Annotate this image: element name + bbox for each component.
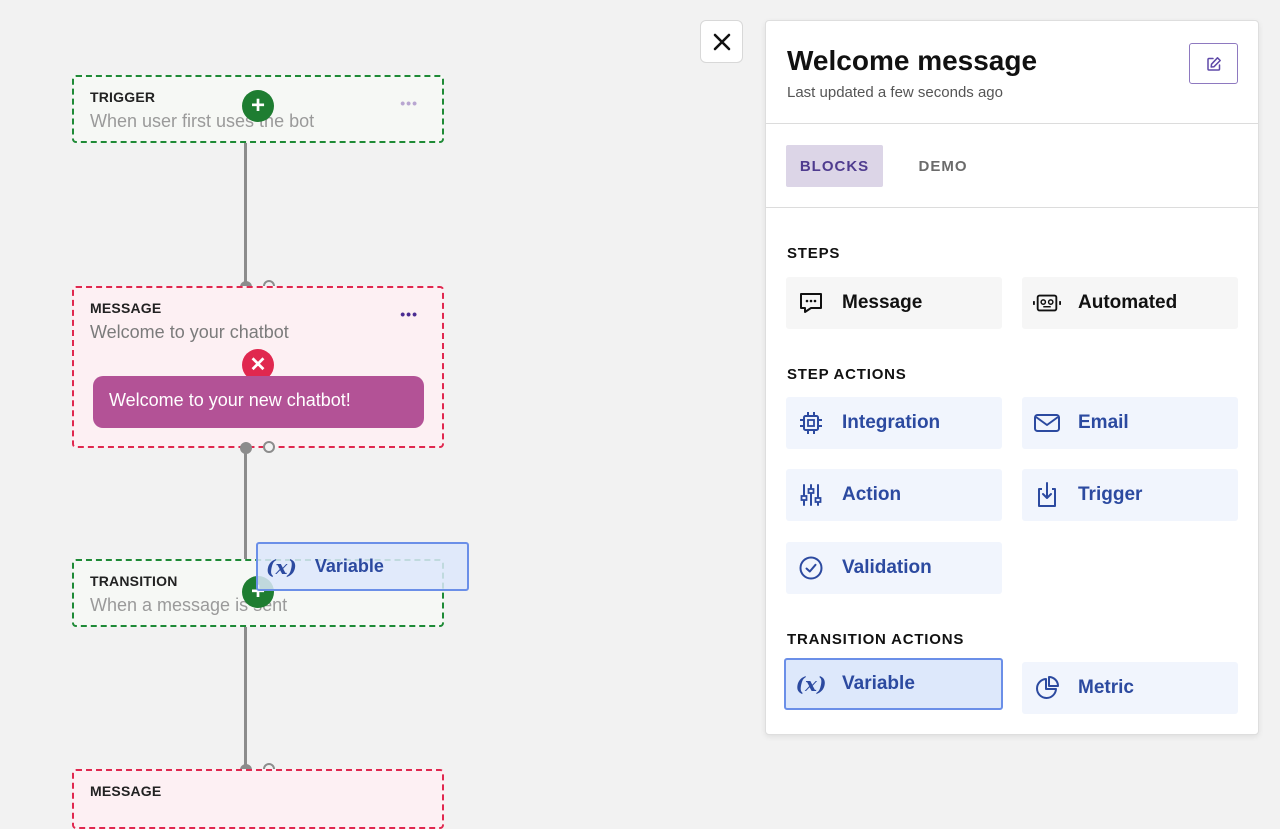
connector-line xyxy=(244,142,247,288)
block-action[interactable]: Action xyxy=(786,469,1002,521)
more-options-icon[interactable]: ••• xyxy=(400,306,418,322)
variable-icon: (x) xyxy=(266,554,297,579)
block-trigger[interactable]: Trigger xyxy=(1022,469,1238,521)
message-bubble[interactable]: Welcome to your new chatbot! xyxy=(93,376,424,428)
block-label: Email xyxy=(1078,412,1129,433)
check-circle-icon xyxy=(797,554,825,582)
block-label: Metric xyxy=(1078,677,1134,698)
close-panel-button[interactable] xyxy=(700,20,743,63)
robot-icon xyxy=(1033,289,1061,317)
block-label: Action xyxy=(842,484,902,505)
edit-icon xyxy=(1206,56,1221,71)
tab-blocks[interactable]: BLOCKS xyxy=(786,145,883,187)
chip-icon xyxy=(797,409,825,437)
node-type-label: MESSAGE xyxy=(90,300,162,316)
block-label: Variable xyxy=(842,673,915,694)
close-icon: ✕ xyxy=(249,354,267,376)
node-description: Welcome to your chatbot xyxy=(90,322,289,342)
edit-button[interactable] xyxy=(1189,43,1238,84)
pie-chart-icon xyxy=(1033,674,1061,702)
connector-line xyxy=(244,448,247,560)
block-label: Automated xyxy=(1078,292,1178,313)
node-description: When user first uses the bot xyxy=(90,111,315,131)
sliders-icon xyxy=(797,481,825,509)
block-metric[interactable]: Metric xyxy=(1022,662,1238,714)
variable-icon: (x) xyxy=(795,672,827,696)
remove-block-button[interactable]: ✕ xyxy=(242,349,274,381)
last-updated-text: Last updated a few seconds ago xyxy=(787,84,1003,101)
flow-canvas[interactable]: TRIGGER When user first uses the bot •••… xyxy=(0,0,700,829)
trigger-node[interactable]: TRIGGER When user first uses the bot ••• xyxy=(72,75,444,143)
block-label: Variable xyxy=(314,556,384,576)
envelope-icon xyxy=(1033,409,1061,437)
plus-icon: + xyxy=(250,92,265,119)
block-message[interactable]: Message xyxy=(786,277,1002,329)
block-validation[interactable]: Validation xyxy=(786,542,1002,594)
input-port[interactable] xyxy=(263,441,275,453)
node-description: When a message is sent xyxy=(90,595,288,615)
block-variable[interactable]: (x) Variable xyxy=(784,658,1003,710)
tab-demo[interactable]: DEMO xyxy=(918,157,968,175)
divider xyxy=(766,207,1258,208)
section-transition-actions-label: TRANSITION ACTIONS xyxy=(787,631,965,648)
close-icon xyxy=(713,33,730,50)
section-steps-label: STEPS xyxy=(787,245,841,262)
node-type-label: TRIGGER xyxy=(90,89,156,105)
node-type-label: TRANSITION xyxy=(90,573,178,589)
tap-icon xyxy=(1033,481,1061,509)
block-label: Trigger xyxy=(1078,484,1143,505)
block-integration[interactable]: Integration xyxy=(786,397,1002,449)
chat-bubble-icon xyxy=(797,289,825,317)
node-type-label: MESSAGE xyxy=(90,783,162,799)
block-automated[interactable]: Automated xyxy=(1022,277,1238,329)
block-label: Integration xyxy=(842,412,941,433)
block-label: Message xyxy=(842,292,923,313)
dragged-variable-block[interactable]: (x) Variable xyxy=(256,542,469,591)
block-label: Validation xyxy=(842,557,932,578)
add-step-button[interactable]: + xyxy=(242,90,274,122)
divider xyxy=(766,123,1258,124)
output-port[interactable] xyxy=(240,442,252,454)
connector-line xyxy=(244,626,247,772)
panel-title: Welcome message xyxy=(787,45,1038,76)
section-step-actions-label: STEP ACTIONS xyxy=(787,366,907,383)
more-options-icon[interactable]: ••• xyxy=(400,95,418,111)
block-email[interactable]: Email xyxy=(1022,397,1238,449)
message-node[interactable]: MESSAGE xyxy=(72,769,444,829)
blocks-panel: Welcome message Last updated a few secon… xyxy=(765,20,1259,735)
